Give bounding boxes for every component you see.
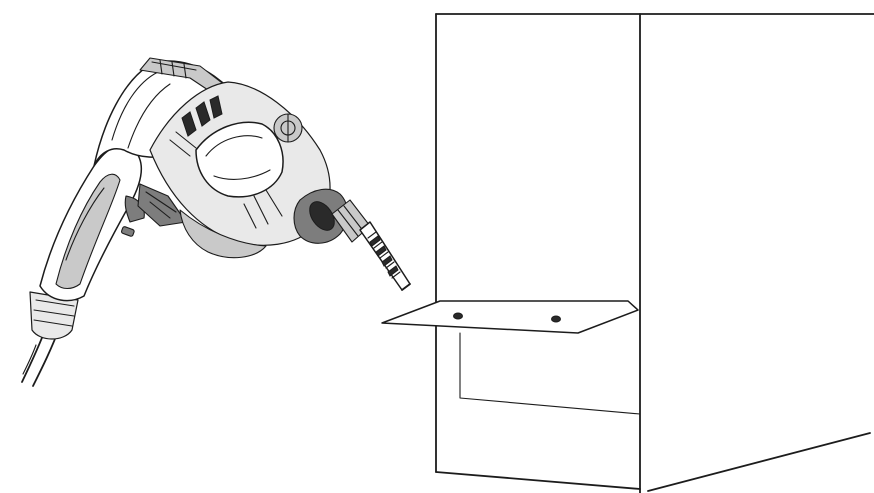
bracket-top-plate (381, 300, 639, 334)
cabinet-bottom-side-edge (647, 432, 871, 492)
cabinet-recess-outline (459, 332, 641, 415)
screw-hole-right (551, 315, 561, 323)
drill-handle-grip (55, 173, 121, 290)
screw-hole-icon (453, 312, 561, 323)
power-drill-icon (21, 57, 411, 387)
drill-side-panel (195, 121, 284, 198)
drill-bit-tip (401, 283, 411, 291)
drill-bit (359, 221, 411, 291)
cabinet-bottom-front-edge (435, 471, 641, 490)
l-bracket-icon (381, 300, 639, 334)
drill-lock-button (121, 226, 135, 237)
cabinet-icon (435, 13, 874, 493)
screw-hole-left (453, 312, 463, 320)
drill-lower-housing (179, 209, 267, 259)
bracket-fold (627, 300, 639, 311)
drill-bit-flutes (367, 231, 401, 279)
drill-vent-slots (169, 95, 223, 157)
drill-cord-strain-relief (29, 291, 79, 340)
